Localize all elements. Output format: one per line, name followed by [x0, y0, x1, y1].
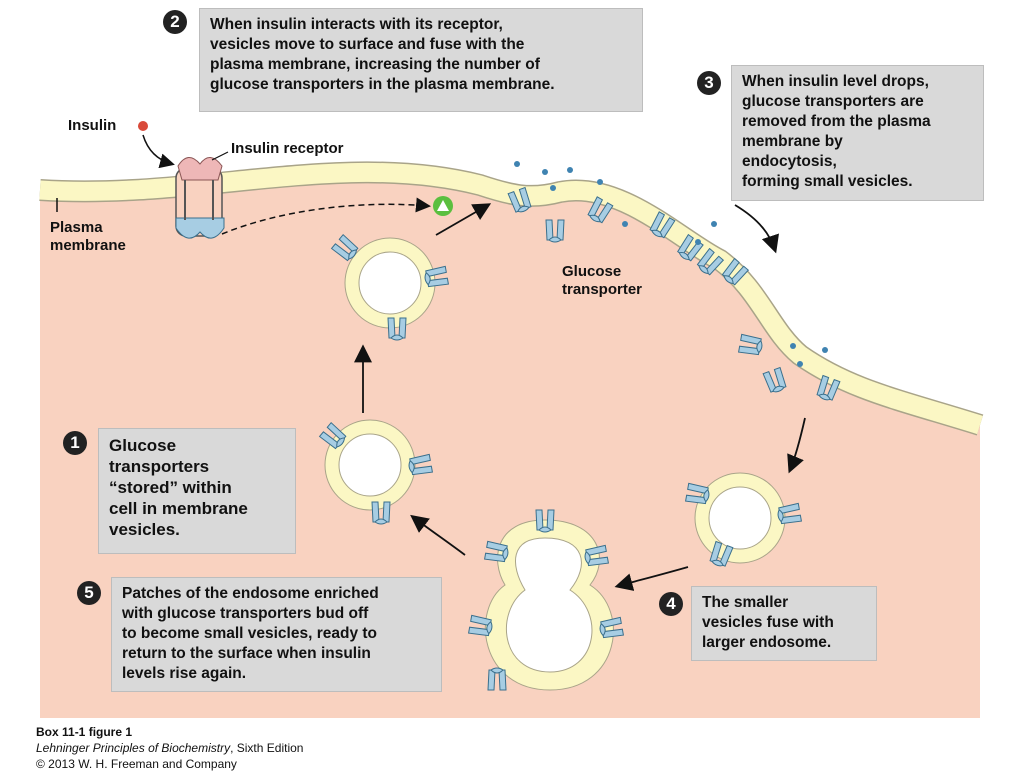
figure-caption-source: Lehninger Principles of Biochemistry, Si…	[36, 741, 303, 756]
step-5-box: Patches of the endosome enriched with gl…	[111, 577, 442, 692]
step-4-number: 4	[659, 592, 683, 616]
book-title: Lehninger Principles of Biochemistry	[36, 741, 231, 755]
step-1-number: 1	[63, 431, 87, 455]
insulin-receptor-label: Insulin receptor	[231, 140, 344, 157]
glucose-molecule-icon	[514, 161, 828, 367]
step-3-box: When insulin level drops, glucose transp…	[731, 65, 984, 201]
insulin-molecule-icon	[138, 121, 148, 131]
insulin-label: Insulin	[68, 117, 117, 134]
endosome	[484, 519, 614, 691]
step-3-number: 3	[697, 71, 721, 95]
arrow-step4	[614, 566, 689, 591]
vesicle-top	[344, 237, 436, 329]
vesicle-right	[694, 472, 786, 564]
step-1-box: Glucose transporters “stored” within cel…	[98, 428, 296, 554]
step-4-box: The smaller vesicles fuse with larger en…	[691, 586, 877, 661]
step-2-box: When insulin interacts with its receptor…	[199, 8, 643, 112]
figure-caption-copyright: © 2013 W. H. Freeman and Company	[36, 757, 237, 771]
insulin-receptor-icon	[175, 157, 225, 239]
step-2-number: 2	[163, 10, 187, 34]
arrow-step2	[435, 203, 492, 236]
arrow-step3	[734, 204, 779, 254]
figure-caption-number: Box 11-1 figure 1	[36, 725, 133, 739]
plasma-membrane-label: Plasma membrane	[50, 219, 126, 254]
vesicle-left	[324, 419, 416, 511]
step-5-number: 5	[77, 581, 101, 605]
arrow-step3b	[787, 417, 806, 474]
arrow-step5	[410, 514, 466, 556]
book-edition: , Sixth Edition	[230, 741, 304, 755]
glucose-transporter-label: Glucose transporter	[562, 263, 643, 298]
